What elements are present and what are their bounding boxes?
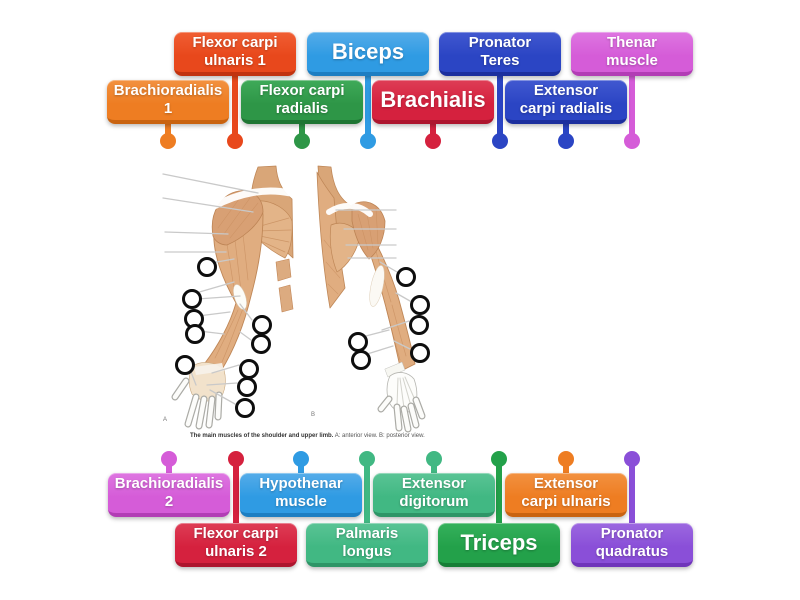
label-text: Pronator Teres [468,34,532,69]
label-text: Flexor carpi ulnaris 1 [192,34,278,69]
pin-dot-triceps[interactable] [491,451,507,467]
pin-dot-brachioradialis-1[interactable] [160,133,176,149]
answer-target-4[interactable] [185,324,205,344]
pin-dot-thenar-muscle[interactable] [624,133,640,149]
pin-dot-hypothenar-muscle[interactable] [293,451,309,467]
label-text: Hypothenar muscle [259,475,343,510]
pin-stem-biceps [365,52,371,141]
label-text: Palmaris longus [335,525,399,560]
label-text: Extensor carpi radialis [519,82,613,117]
label-pronator-teres[interactable]: Pronator Teres [439,32,561,76]
answer-target-8[interactable] [239,359,259,379]
pin-dot-brachioradialis-2[interactable] [161,451,177,467]
pin-dot-extensor-carpi-radialis[interactable] [558,133,574,149]
answer-target-15[interactable] [348,332,368,352]
pin-dot-flexor-carpi-radialis[interactable] [294,133,310,149]
label-text: Brachialis [380,86,486,112]
caption-views: A: anterior view. B: posterior view. [333,433,425,439]
pin-stem-flexor-carpi-ulnaris-1 [232,52,238,141]
label-text: Pronator quadratus [595,525,669,560]
pin-dot-flexor-carpi-ulnaris-1[interactable] [227,133,243,149]
pin-dot-pronator-teres[interactable] [492,133,508,149]
label-text: Extensor digitorum [399,475,469,510]
label-brachialis[interactable]: Brachialis [372,80,494,124]
pin-dot-palmaris-longus[interactable] [359,451,375,467]
label-flexor-carpi-ulnaris-1[interactable]: Flexor carpi ulnaris 1 [174,32,296,76]
pin-dot-pronator-quadratus[interactable] [624,451,640,467]
caption-main: The main muscles of the shoulder and upp… [190,433,334,439]
answer-target-12[interactable] [410,295,430,315]
pin-stem-pronator-quadratus [629,459,635,547]
label-text: Biceps [331,38,405,64]
label-triceps[interactable]: Triceps [438,523,560,567]
pin-dot-brachialis[interactable] [425,133,441,149]
label-pronator-quadratus[interactable]: Pronator quadratus [571,523,693,567]
leader-lines [162,173,411,405]
pin-dot-biceps[interactable] [360,133,376,149]
pin-dot-extensor-digitorum[interactable] [426,451,442,467]
pin-dot-extensor-carpi-ulnaris[interactable] [558,451,574,467]
label-extensor-carpi-radialis[interactable]: Extensor carpi radialis [505,80,627,124]
label-extensor-digitorum[interactable]: Extensor digitorum [373,473,495,517]
label-text: Brachioradialis 1 [113,82,223,117]
pin-dot-flexor-carpi-ulnaris-2[interactable] [228,451,244,467]
label-text: Flexor carpi radialis [259,82,345,117]
answer-target-9[interactable] [237,377,257,397]
label-brachioradialis-1[interactable]: Brachioradialis 1 [107,80,229,124]
answer-target-14[interactable] [410,343,430,363]
answer-target-16[interactable] [351,350,371,370]
label-flexor-carpi-ulnaris-2[interactable]: Flexor carpi ulnaris 2 [175,523,297,567]
label-palmaris-longus[interactable]: Palmaris longus [306,523,428,567]
label-text: Extensor carpi ulnaris [521,475,611,510]
answer-target-10[interactable] [235,398,255,418]
answer-target-6[interactable] [252,315,272,335]
label-text: Flexor carpi ulnaris 2 [193,525,279,560]
pin-stem-thenar-muscle [629,52,635,141]
label-brachioradialis-2[interactable]: Brachioradialis 2 [108,473,230,517]
label-flexor-carpi-radialis[interactable]: Flexor carpi radialis [241,80,363,124]
answer-target-5[interactable] [175,355,195,375]
answer-target-7[interactable] [251,334,271,354]
pin-stem-flexor-carpi-ulnaris-2 [233,459,239,547]
label-text: Triceps [460,529,538,555]
label-thenar-muscle[interactable]: Thenar muscle [571,32,693,76]
panel-letter-a: A [163,417,168,423]
label-hypothenar-muscle[interactable]: Hypothenar muscle [240,473,362,517]
figure-caption: The main muscles of the shoulder and upp… [190,433,470,439]
label-text: Brachioradialis 2 [114,475,224,510]
label-biceps[interactable]: Biceps [307,32,429,76]
pin-stem-triceps [496,459,502,547]
answer-target-13[interactable] [409,315,429,335]
answer-target-11[interactable] [396,267,416,287]
pin-stem-palmaris-longus [364,459,370,547]
panel-letter-b: B [311,412,316,418]
pin-stem-pronator-teres [497,52,503,141]
label-text: Thenar muscle [606,34,658,69]
answer-target-2[interactable] [182,289,202,309]
label-extensor-carpi-ulnaris[interactable]: Extensor carpi ulnaris [505,473,627,517]
answer-target-1[interactable] [197,257,217,277]
